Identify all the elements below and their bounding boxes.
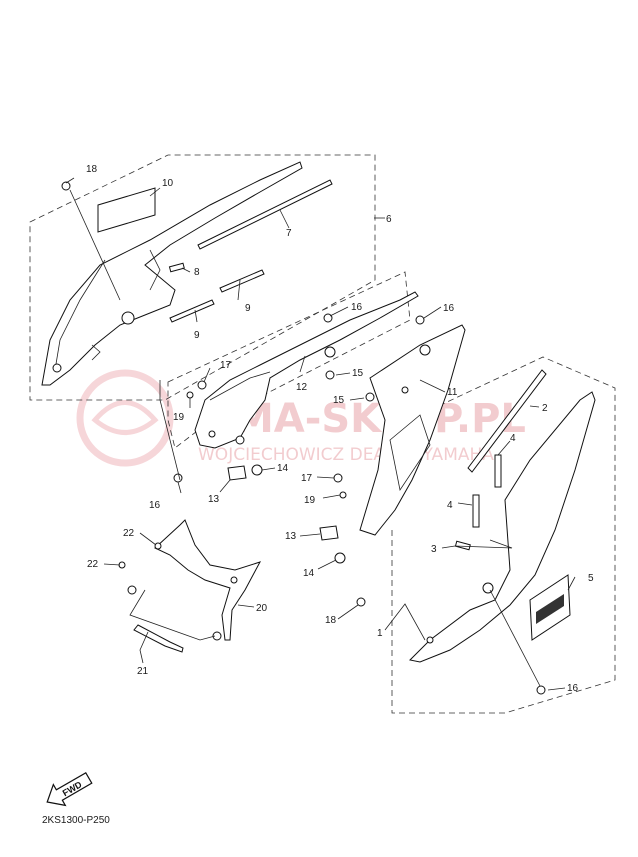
screw-19a (186, 391, 194, 399)
label-21: 21 (137, 666, 149, 677)
part-3 (454, 540, 471, 551)
strip-9a (219, 269, 265, 293)
screw-16d (536, 685, 546, 695)
panel-11 (359, 324, 466, 536)
label-16-left: 16 (149, 500, 161, 511)
label-16-bottom: 16 (567, 683, 579, 694)
label-14-lower: 14 (303, 568, 315, 579)
nut-14a (251, 464, 263, 476)
label-9-right: 9 (245, 303, 251, 314)
grommet-17a (197, 380, 207, 390)
label-8: 8 (194, 267, 200, 278)
screw-22a (154, 542, 162, 550)
nut-14b (334, 552, 346, 564)
label-2: 2 (542, 403, 548, 414)
label-9-left: 9 (194, 330, 200, 341)
strip-7 (197, 179, 333, 250)
group-12-outline (167, 271, 411, 449)
emblem-5 (529, 574, 571, 641)
guard-20 (127, 519, 262, 641)
strip-21 (133, 624, 184, 653)
side-cover-lower (408, 391, 596, 663)
decal-10 (97, 187, 156, 233)
nut-15b (365, 392, 375, 402)
label-4-lower: 4 (447, 500, 453, 511)
label-22-top: 22 (123, 528, 135, 539)
nut-15a (325, 370, 335, 380)
label-4-upper: 4 (510, 433, 516, 444)
fwd-arrow: FWD (46, 771, 93, 807)
strip-4b (472, 494, 480, 528)
label-6: 6 (386, 214, 392, 225)
label-17-lower: 17 (301, 473, 313, 484)
label-17-top: 17 (220, 360, 232, 371)
screw-18a (61, 181, 71, 191)
screw-18b (356, 597, 366, 607)
screw-16c (173, 473, 183, 483)
diagram-code: 2KS1300-P250 (42, 815, 110, 826)
group-6-outline (29, 154, 376, 401)
label-15-upper: 15 (352, 368, 364, 379)
label-20: 20 (256, 603, 268, 614)
label-16-mid: 16 (351, 302, 363, 313)
strip-9b (169, 299, 215, 323)
part-8 (168, 262, 185, 273)
part-number-labels: 18 10 6 7 8 9 9 16 16 17 12 15 15 11 19 … (86, 164, 594, 694)
label-10: 10 (162, 178, 174, 189)
label-13-right: 13 (285, 531, 297, 542)
grommet-17b (333, 473, 343, 483)
watermark-line2: WOJCIECHOWICZ DEALER YAMAHA (198, 445, 494, 465)
side-cover-middle (194, 291, 419, 449)
label-3: 3 (431, 544, 437, 555)
label-18-lower: 18 (325, 615, 337, 626)
screw-19b (339, 491, 347, 499)
side-cover-upper (41, 161, 303, 386)
label-15-lower: 15 (333, 395, 345, 406)
label-5: 5 (588, 573, 594, 584)
label-13-left: 13 (208, 494, 220, 505)
label-22-lower: 22 (87, 559, 99, 570)
group-1-outline (391, 356, 616, 714)
label-1: 1 (377, 628, 383, 639)
leader-lines (65, 177, 576, 691)
label-16-right: 16 (443, 303, 455, 314)
strip-4a (494, 454, 502, 488)
label-7: 7 (286, 228, 292, 239)
label-19-top: 19 (173, 412, 185, 423)
label-12: 12 (296, 382, 308, 393)
label-18-top: 18 (86, 164, 98, 175)
label-11: 11 (447, 387, 458, 398)
label-14-top: 14 (277, 463, 289, 474)
clip-13a (227, 465, 247, 481)
label-19-lower: 19 (304, 495, 316, 506)
strip-2 (467, 369, 547, 473)
clip-13b (319, 525, 339, 541)
bolt-16b (415, 315, 425, 325)
